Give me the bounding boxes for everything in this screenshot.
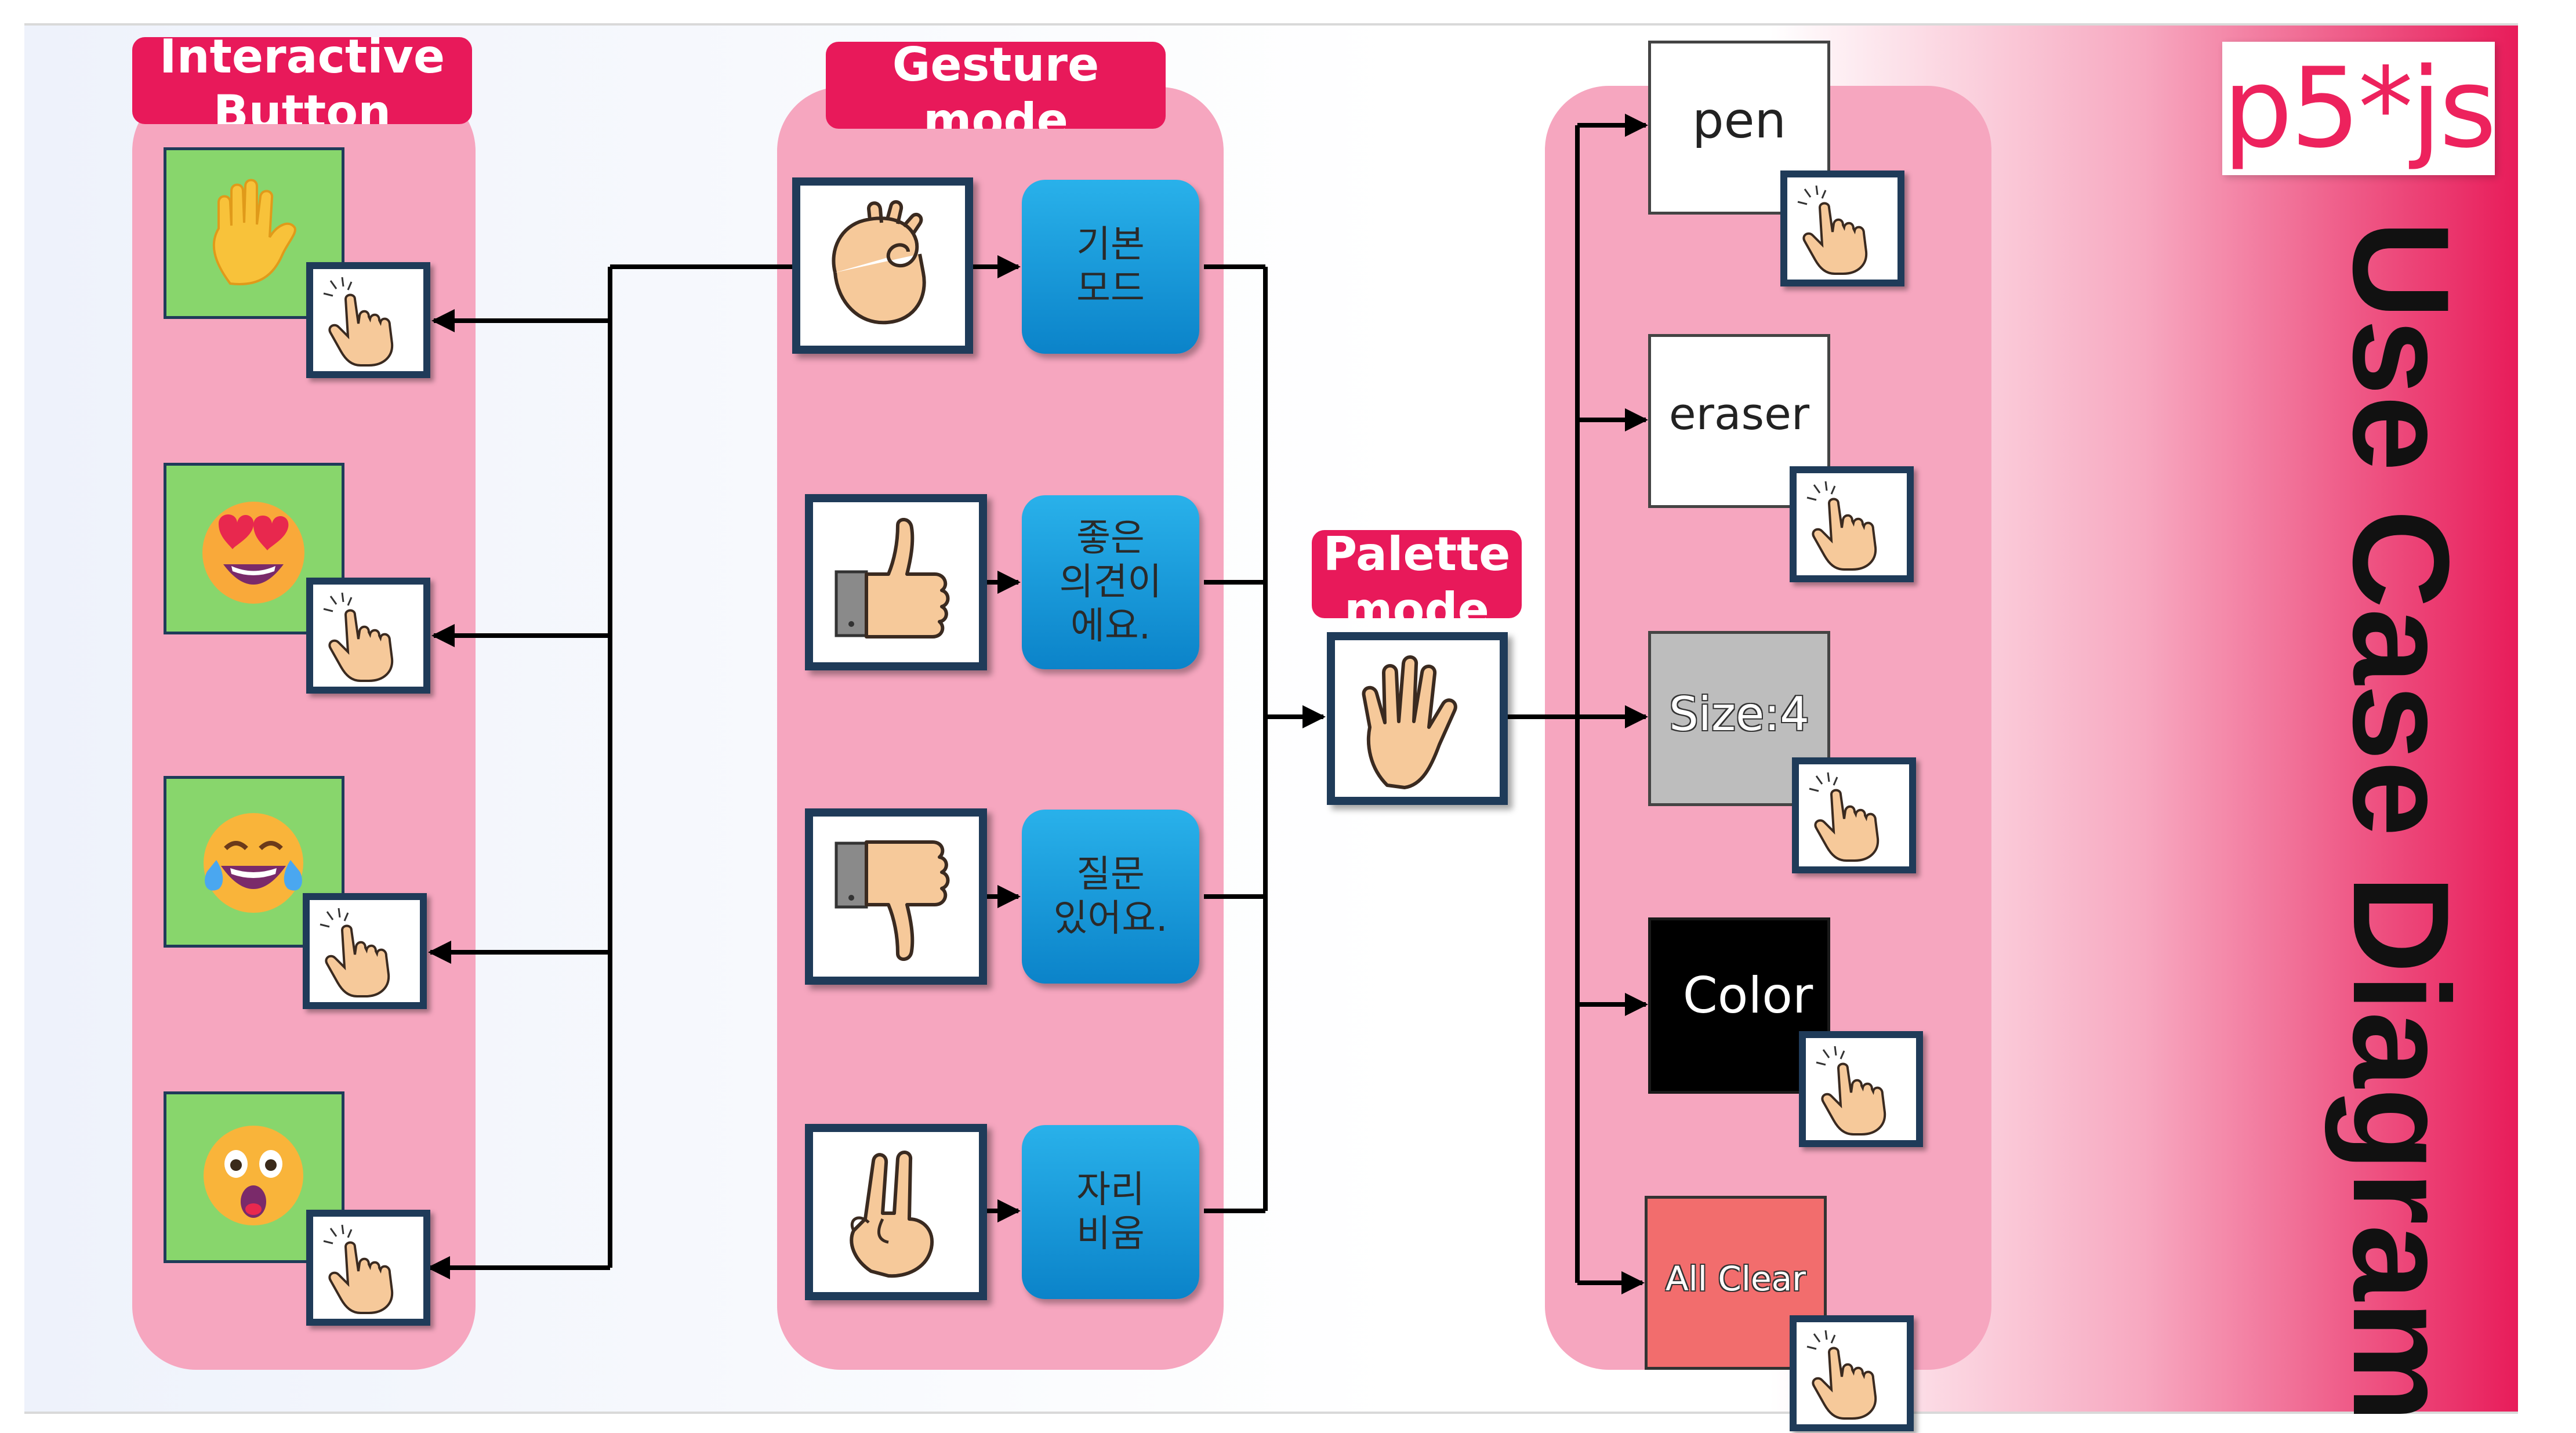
click-hand-icon [1806,481,1877,571]
gesture-thumbs-down[interactable] [805,808,987,985]
click-indicator-astonished [306,1210,430,1326]
mode-button-question[interactable]: 질문 있어요. [1022,810,1199,984]
mode-button-away[interactable]: 자리 비움 [1022,1125,1199,1299]
click-indicator-all-clear [1790,1315,1914,1431]
tool-size[interactable]: Size:4 [1648,631,1830,806]
click-hand-icon [1816,1046,1886,1135]
click-indicator-raised-hand [306,262,430,378]
click-hand-icon [1797,185,1868,275]
raised-hand-emoji-icon [212,179,296,285]
click-hand-icon [323,1224,394,1314]
tears-of-joy-emoji-icon [204,813,303,913]
heart-eyes-emoji-icon [202,502,304,604]
ok-hand-icon [832,200,926,325]
click-indicator-tears-of-joy [303,893,427,1009]
palette-mode-open-palm[interactable] [1327,632,1508,805]
open-palm-icon [1362,655,1457,789]
gesture-thumbs-up[interactable] [805,494,987,670]
astonished-emoji-icon [204,1126,303,1225]
palette-mode-label: Palette mode [1312,530,1522,618]
click-hand-icon [323,277,394,367]
click-indicator-heart-eyes [306,578,430,694]
interactive-button-label: Interactive Button [132,37,472,124]
gesture-victory-hand[interactable] [805,1124,987,1300]
mode-button-good-opinion[interactable]: 좋은 의견이 에요. [1022,495,1199,669]
click-hand-icon [1806,1330,1877,1420]
click-hand-icon [1809,772,1880,862]
victory-hand-icon [850,1151,934,1278]
click-hand-icon [323,592,394,682]
thumbs-up-icon [835,518,950,638]
page-title: Use Case Diagram [2324,220,2477,1423]
click-indicator-pen [1780,170,1904,286]
gesture-ok-hand[interactable] [792,177,973,354]
p5js-logo: p5*js [2222,42,2497,175]
click-indicator-eraser [1790,466,1914,582]
thumbs-down-icon [835,840,950,961]
click-hand-icon [320,908,390,997]
gesture-mode-label: Gesture mode [826,42,1166,129]
click-indicator-size [1792,757,1916,873]
mode-button-basic[interactable]: 기본 모드 [1022,180,1199,354]
click-indicator-color [1799,1031,1923,1147]
